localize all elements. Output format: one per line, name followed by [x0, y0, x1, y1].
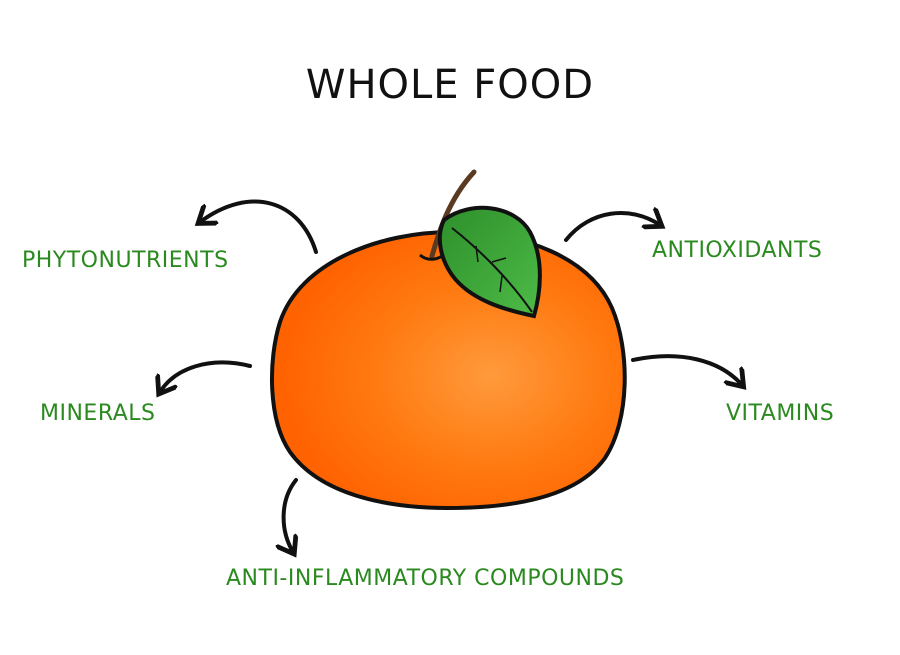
label-phytonutrients: PHYTONUTRIENTS: [22, 248, 229, 273]
arrow-to-anti-inflammatory: [284, 478, 296, 552]
label-minerals: MINERALS: [40, 401, 156, 426]
leaf-icon: [437, 205, 542, 319]
label-antioxidants: ANTIOXIDANTS: [652, 238, 823, 263]
label-vitamins: VITAMINS: [726, 401, 835, 426]
arrow-to-antioxidants: [564, 213, 660, 242]
arrow-to-phytonutrients: [200, 199, 318, 254]
label-anti-inflammatory: ANTI-INFLAMMATORY COMPOUNDS: [226, 566, 625, 591]
diagram-title: WHOLE FOOD: [305, 62, 595, 108]
arrow-to-minerals: [160, 360, 252, 392]
arrow-to-vitamins: [631, 354, 742, 385]
